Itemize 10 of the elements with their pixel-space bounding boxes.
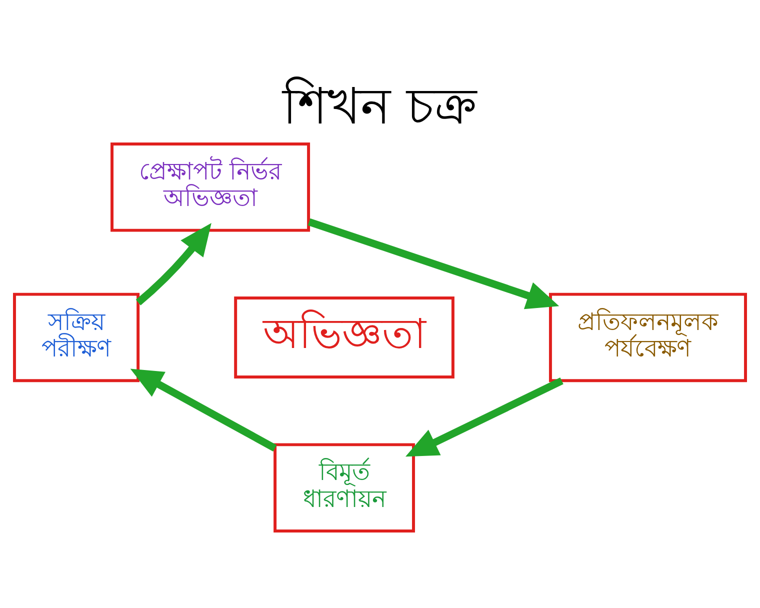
node-box: প্রতিফলনমূলক পর্যবেক্ষণ bbox=[548, 292, 747, 382]
arrow bbox=[405, 377, 564, 457]
arrow bbox=[136, 223, 212, 306]
diagram-title: শিখন চক্র bbox=[282, 76, 478, 136]
node-box: বিমূর্ত ধারণায়ন bbox=[274, 443, 415, 533]
node-box: সক্রিয় পরীক্ষণ bbox=[13, 292, 140, 382]
arrow bbox=[130, 368, 277, 452]
node-box: অভিজ্ঞতা bbox=[234, 296, 454, 378]
arrow bbox=[308, 218, 560, 310]
node-box: প্রেক্ষাপট নির্ভর অভিজ্ঞতা bbox=[110, 142, 310, 232]
